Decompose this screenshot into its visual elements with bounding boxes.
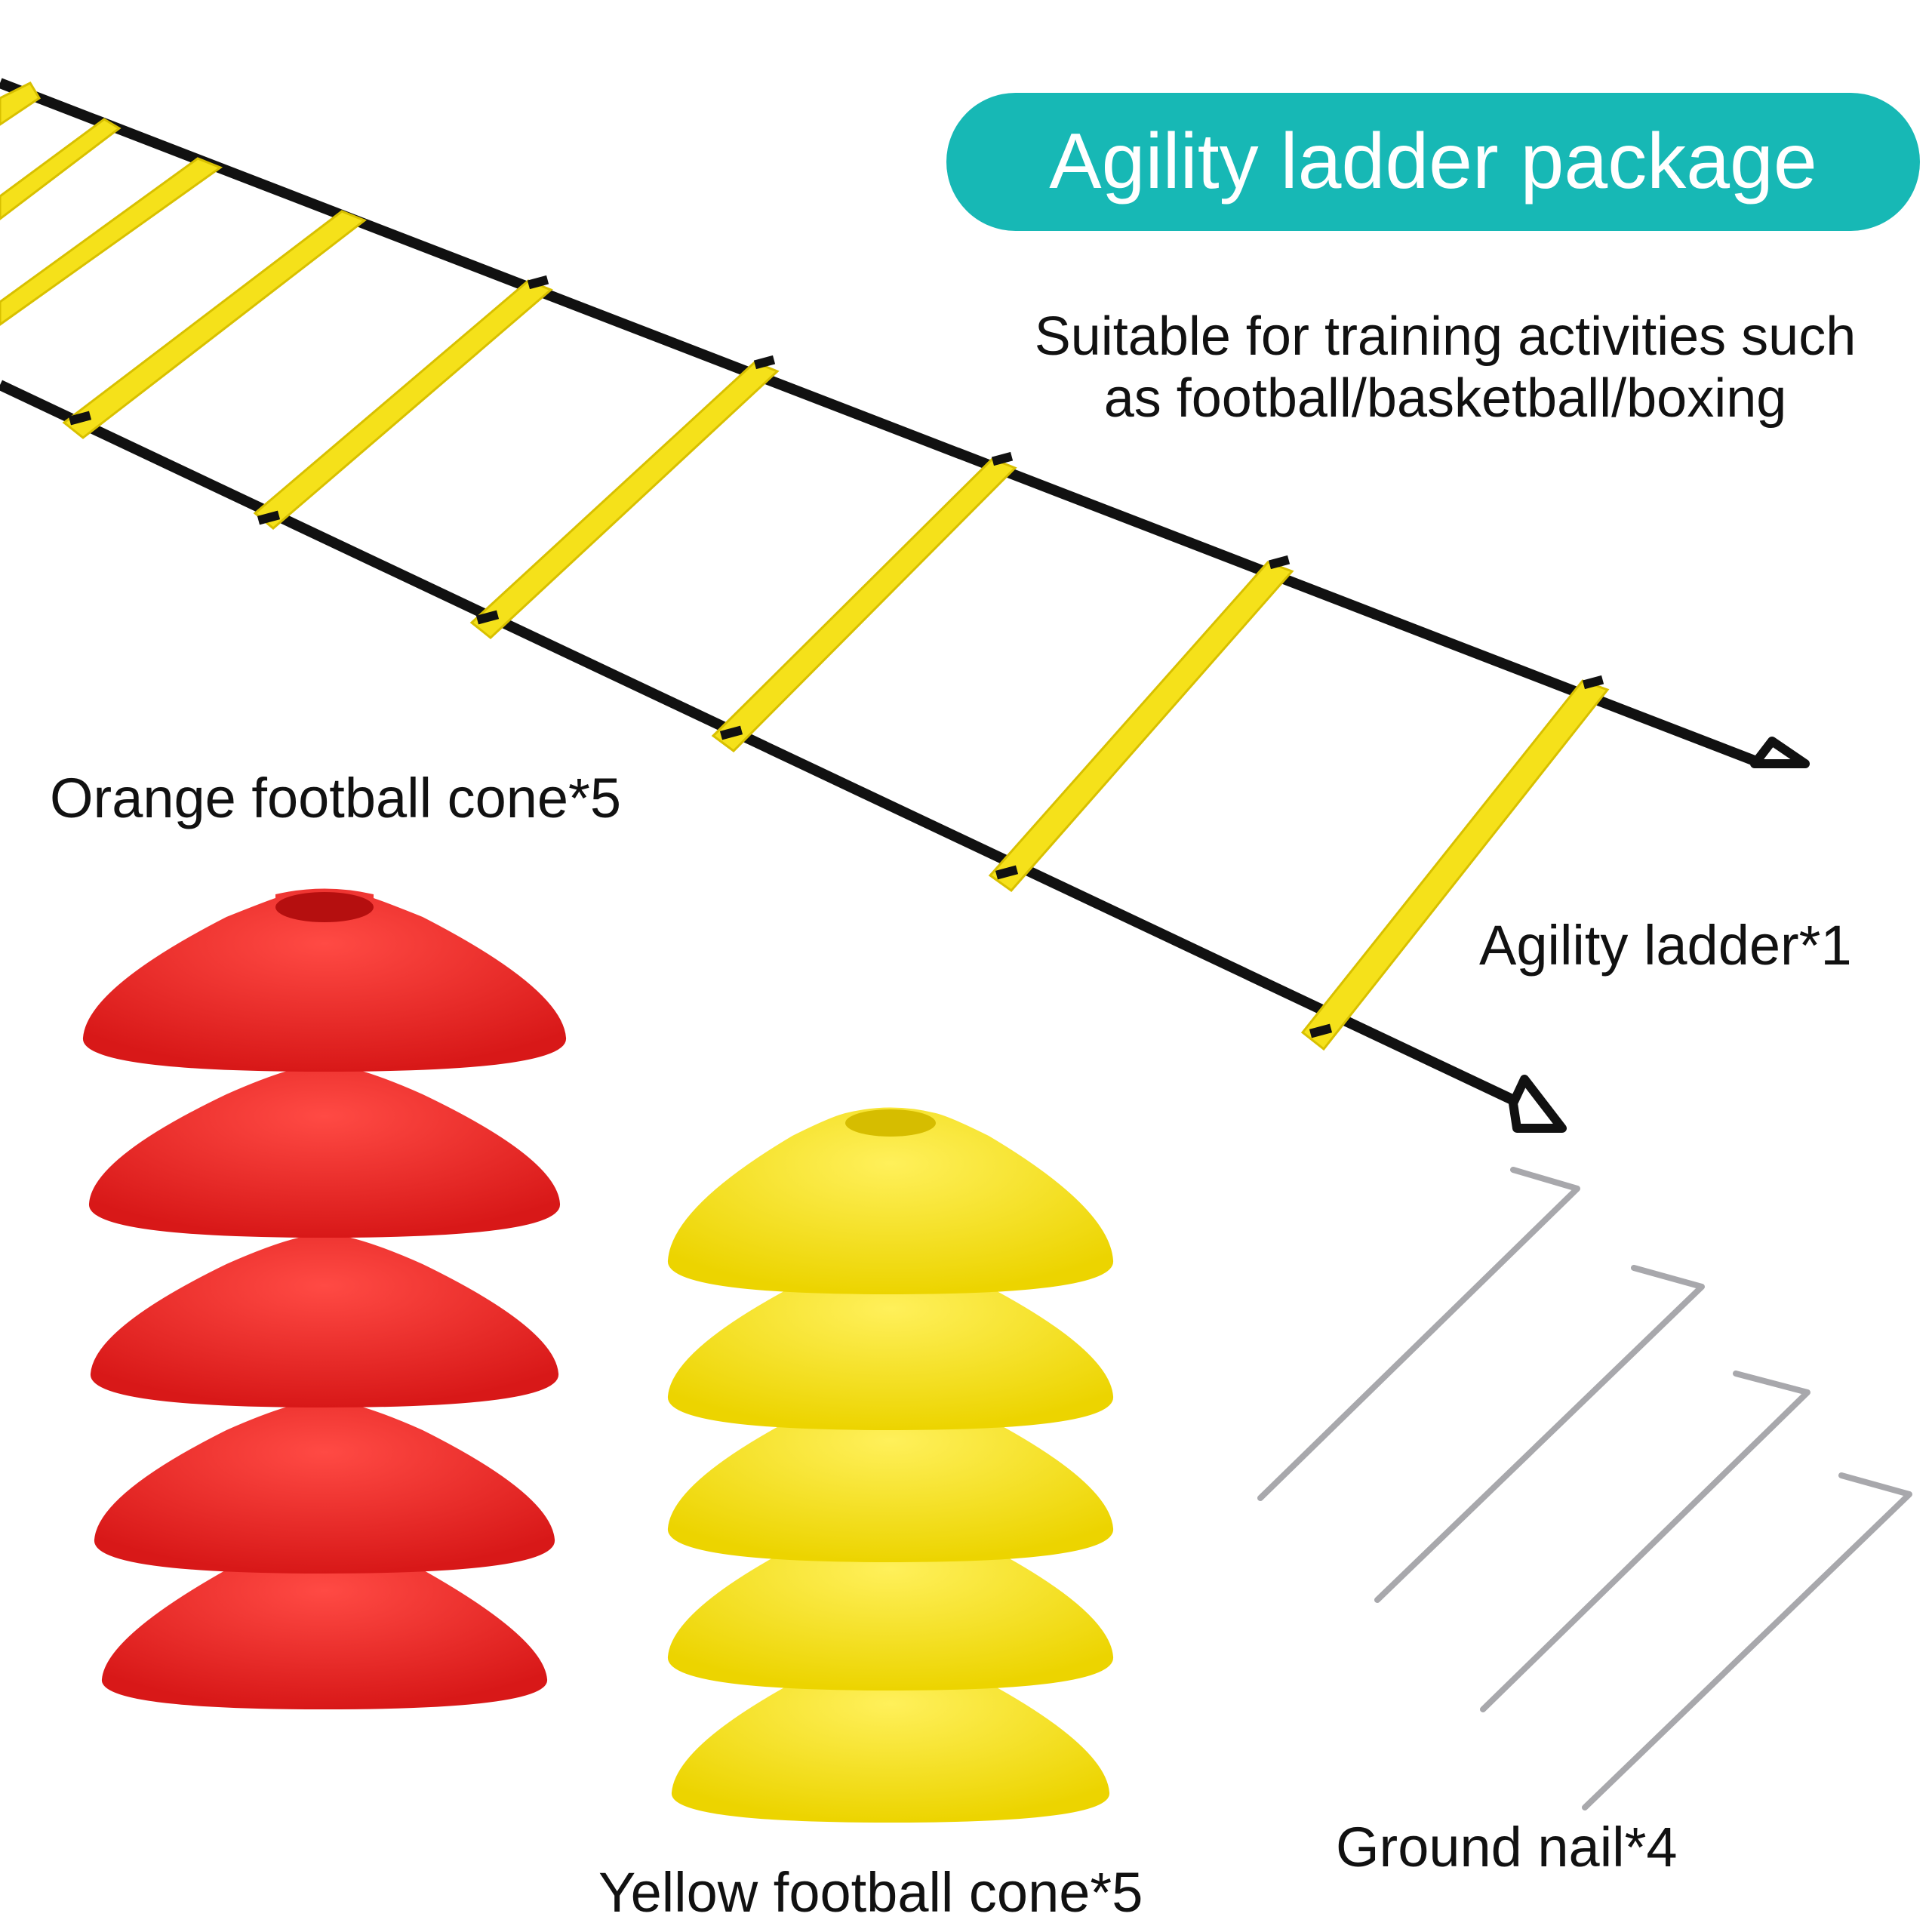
yellow-cone xyxy=(667,1107,1114,1294)
rung-cap xyxy=(719,725,743,740)
description: Suitable for training activities such as… xyxy=(966,306,1924,429)
cone-top-hole xyxy=(275,892,374,922)
ladder-rung xyxy=(0,82,42,126)
rung-cap xyxy=(1268,555,1291,570)
ground-nail-icon xyxy=(1257,1167,1912,1810)
orange-cone xyxy=(88,1064,561,1238)
orange-cone xyxy=(94,1400,555,1574)
orange-cone-stack-icon xyxy=(82,888,567,1709)
ladder-rung xyxy=(253,279,553,530)
rung-cap xyxy=(68,411,92,426)
page-title: Agility ladder package xyxy=(1049,118,1817,205)
orange-cone xyxy=(90,1234,559,1407)
ladder-strap-top xyxy=(0,78,1761,768)
rung-cap xyxy=(527,275,549,290)
yellow-cone xyxy=(671,1653,1110,1823)
ground-nail xyxy=(1374,1265,1705,1603)
rung-cap xyxy=(995,865,1019,880)
rung-cap xyxy=(991,451,1014,466)
yellow-cone-label: Yellow football cone*5 xyxy=(598,1861,1143,1924)
ladder-rung xyxy=(0,157,223,326)
yellow-cone xyxy=(667,1257,1114,1430)
ground-nail-label: Ground nail*4 xyxy=(1336,1816,1678,1878)
orange-cone xyxy=(101,1540,548,1709)
agility-ladder-label: Agility ladder*1 xyxy=(1479,914,1852,977)
rung-cap xyxy=(475,610,500,625)
yellow-cone-stack-icon xyxy=(667,1107,1114,1823)
package-title-badge: Agility ladder package xyxy=(946,93,1920,231)
ladder-rung xyxy=(469,361,780,639)
ladder-rung xyxy=(711,457,1017,752)
cone-top-hole xyxy=(845,1109,936,1137)
description-line-2: as football/basketball/boxing xyxy=(1103,368,1787,429)
yellow-cone xyxy=(667,1517,1114,1690)
description-line-1: Suitable for training activities such xyxy=(1034,306,1857,367)
ladder-end-hook-bottom xyxy=(1509,1075,1567,1133)
rung-cap xyxy=(753,355,776,370)
rung-cap xyxy=(1309,1023,1333,1038)
ground-nail xyxy=(1582,1472,1912,1810)
ladder-rung xyxy=(0,118,122,220)
agility-ladder-icon xyxy=(0,78,1810,1133)
rung-cap xyxy=(257,510,281,525)
ground-nail xyxy=(1257,1167,1580,1501)
ladder-strap-bottom xyxy=(0,380,1519,1107)
orange-cone xyxy=(82,888,567,1072)
orange-cone-label: Orange football cone*5 xyxy=(50,767,621,829)
ground-nail xyxy=(1480,1371,1810,1712)
ladder-rung xyxy=(988,561,1294,893)
rung-cap xyxy=(1582,675,1604,690)
ladder-rung xyxy=(1300,679,1610,1051)
yellow-cone xyxy=(667,1389,1114,1562)
ladder-end-hook-top xyxy=(1750,737,1810,768)
ladder-rung xyxy=(62,210,367,439)
